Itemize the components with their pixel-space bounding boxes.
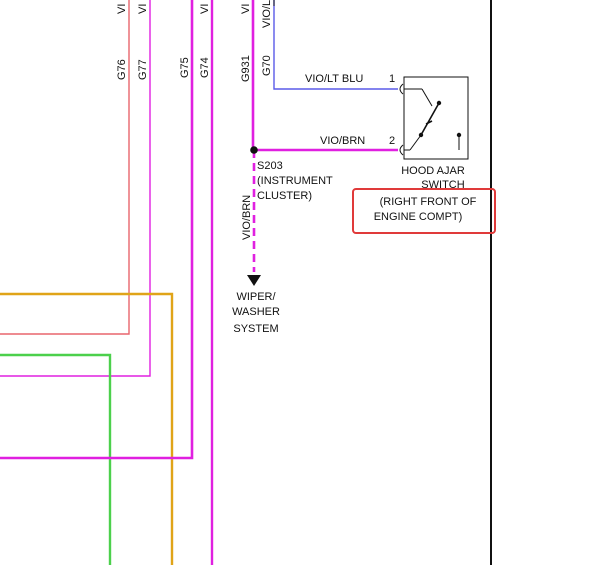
label-g931: G931	[240, 55, 252, 82]
splice-location-line2: CLUSTER)	[257, 190, 312, 202]
wire-green	[0, 353, 112, 565]
wire-g70	[273, 0, 398, 90]
label-g74: G74	[199, 57, 211, 78]
splice-id: S203	[257, 160, 283, 172]
destination-line2: WASHER	[232, 306, 280, 318]
splice-dot	[250, 146, 258, 154]
label-g77: G77	[137, 59, 149, 80]
location-highlight-box	[352, 188, 496, 234]
label-g76: G76	[116, 59, 128, 80]
label-vio-top: VIO/L	[261, 0, 273, 28]
wire-group-left	[0, 0, 214, 565]
label-vi-a: VI	[116, 4, 128, 14]
wire-g77	[0, 0, 151, 377]
label-vi-b: VI	[137, 4, 149, 14]
pin-2-label: 2	[389, 135, 395, 147]
hood-ajar-switch	[399, 76, 469, 160]
label-vi-c: VI	[199, 4, 211, 14]
wire-g76	[0, 0, 130, 335]
destination-line1: WIPER/	[236, 291, 276, 303]
label-vio-brn-vertical: VIO/BRN	[241, 195, 253, 240]
wire-orange	[0, 292, 174, 565]
label-vi-d: VI	[240, 4, 252, 14]
arrow-down-icon	[247, 275, 261, 286]
switch-name-line2: SWITCH	[421, 179, 464, 191]
pin-1-label: 1	[389, 73, 395, 85]
splice-location-line1: (INSTRUMENT	[257, 175, 333, 187]
label-g70: G70	[261, 55, 273, 76]
switch-name-line1: HOOD AJAR	[401, 165, 465, 177]
location-line1: (RIGHT FRONT OF	[380, 196, 477, 208]
destination-line3: SYSTEM	[233, 323, 278, 335]
label-vio-lt-blu: VIO/LT BLU	[305, 73, 363, 85]
label-vio-brn: VIO/BRN	[320, 135, 365, 147]
label-g75: G75	[179, 57, 191, 78]
location-line2: ENGINE COMPT)	[374, 211, 463, 223]
wire-g75	[0, 0, 194, 460]
